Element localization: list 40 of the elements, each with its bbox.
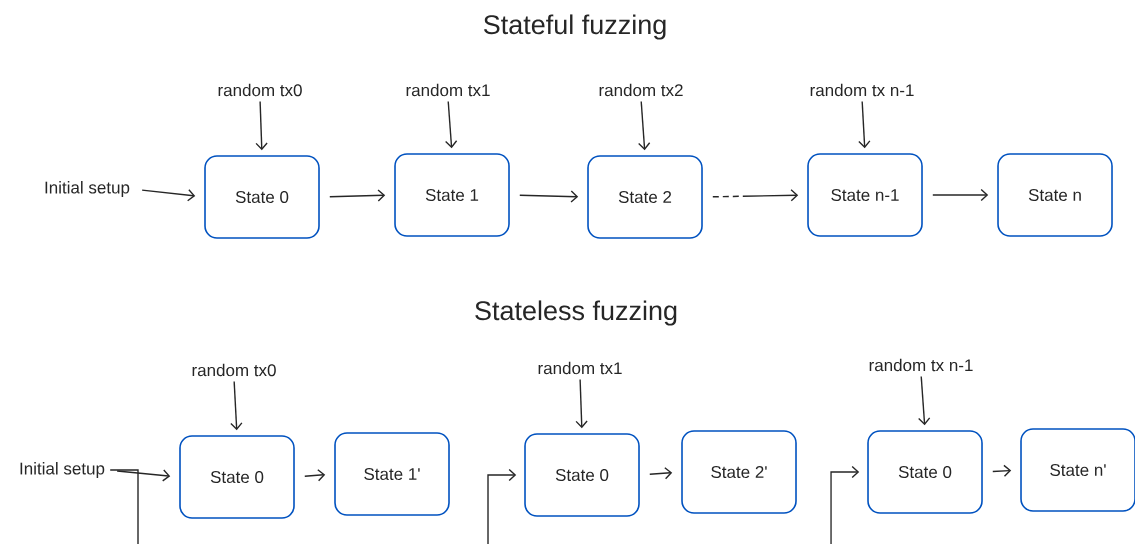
label-text: random tx1 bbox=[406, 83, 490, 97]
label-text: random tx1 bbox=[538, 361, 622, 375]
arrow bbox=[230, 380, 243, 431]
arrow bbox=[575, 378, 588, 429]
arrow bbox=[917, 375, 931, 426]
label-text: random tx n-1 bbox=[810, 83, 914, 97]
state-box: State 2' bbox=[681, 430, 797, 514]
arrow bbox=[519, 190, 579, 203]
label-text: random tx n-1 bbox=[869, 358, 973, 372]
label-text: random tx0 bbox=[192, 363, 276, 377]
label-text: random tx0 bbox=[218, 83, 302, 97]
arrow bbox=[304, 469, 326, 482]
arrow bbox=[830, 465, 860, 544]
arrow bbox=[444, 100, 458, 149]
state-box: State n bbox=[997, 153, 1113, 237]
arrow bbox=[487, 468, 517, 544]
arrow bbox=[858, 100, 871, 149]
arrow bbox=[116, 469, 171, 482]
arrow bbox=[932, 188, 989, 202]
state-box: State 0 bbox=[867, 430, 983, 514]
arrow bbox=[649, 467, 673, 480]
state-box: State 1 bbox=[394, 153, 510, 237]
arrow bbox=[255, 100, 268, 151]
state-box: State 1' bbox=[334, 432, 450, 516]
arrow bbox=[992, 464, 1012, 478]
label-text: Initial setup bbox=[45, 181, 130, 197]
state-box: State 2 bbox=[587, 155, 703, 239]
state-box: State n-1 bbox=[807, 153, 923, 237]
state-box: State 0 bbox=[179, 435, 295, 519]
state-box: State n' bbox=[1020, 428, 1135, 512]
label-text: random tx2 bbox=[599, 83, 683, 97]
state-box: State 0 bbox=[204, 155, 320, 239]
label-text: Initial setup bbox=[20, 462, 105, 478]
title: Stateful fuzzing bbox=[483, 14, 666, 40]
title: Stateless fuzzing bbox=[475, 300, 677, 326]
arrow bbox=[712, 189, 799, 202]
state-box: State 0 bbox=[524, 433, 640, 517]
arrow bbox=[329, 189, 386, 202]
arrow bbox=[141, 189, 196, 202]
arrow bbox=[637, 100, 651, 151]
